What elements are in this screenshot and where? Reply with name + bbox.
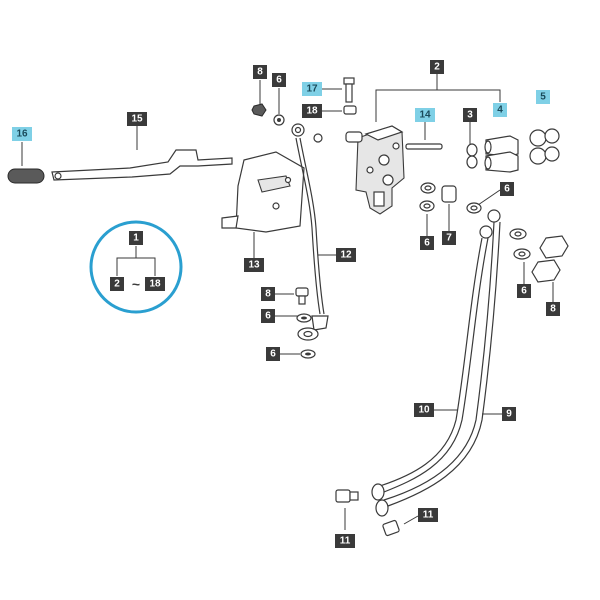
part-bolt-17 — [343, 77, 355, 103]
callout-11: 11 — [418, 508, 438, 522]
svg-text:6: 6 — [265, 311, 271, 322]
part-couplers-4 — [484, 135, 519, 173]
callout-8: 8 — [261, 287, 275, 301]
part-tube-12 — [291, 123, 329, 331]
callout-6: 6 — [272, 73, 286, 87]
part-bolt-8-right-b — [531, 259, 561, 283]
callout-9: 9 — [502, 407, 516, 421]
svg-text:17: 17 — [306, 84, 318, 95]
leader-lines — [21, 74, 554, 530]
svg-text:2: 2 — [114, 279, 120, 290]
part-washer-6-top — [273, 114, 285, 126]
part-bolt-8-right-a — [539, 235, 569, 259]
part-lever-15 — [51, 149, 233, 181]
part-banjo-left — [297, 327, 319, 341]
svg-text:6: 6 — [424, 238, 430, 249]
callout-15: 15 — [127, 112, 147, 126]
svg-text:18: 18 — [149, 279, 161, 290]
svg-text:1: 1 — [133, 233, 139, 244]
svg-text:6: 6 — [276, 75, 282, 86]
part-spacer-18 — [343, 105, 357, 115]
svg-text:5: 5 — [540, 92, 546, 103]
callout-18: 18 — [302, 104, 322, 118]
svg-text:14: 14 — [419, 110, 431, 121]
part-fitting-11-right — [382, 519, 400, 537]
callout-6: 6 — [500, 182, 514, 196]
svg-text:15: 15 — [131, 114, 143, 125]
part-adapter-7 — [441, 185, 457, 203]
callout-17: 17 — [302, 82, 322, 96]
callout-14: 14 — [415, 108, 435, 122]
part-valve-block-2 — [345, 125, 405, 215]
svg-text:8: 8 — [550, 304, 556, 315]
callout-4: 4 — [493, 103, 507, 117]
callout-13: 13 — [244, 258, 264, 272]
svg-text:3: 3 — [467, 110, 473, 121]
svg-text:6: 6 — [521, 286, 527, 297]
part-washer-6-block-b — [419, 200, 435, 212]
svg-text:8: 8 — [265, 289, 271, 300]
callout-3: 3 — [463, 108, 477, 122]
svg-text:11: 11 — [340, 536, 351, 547]
kit-circle — [89, 220, 183, 314]
svg-text:16: 16 — [16, 129, 28, 140]
part-pin-14 — [405, 143, 443, 150]
callout-7: 7 — [442, 231, 456, 245]
svg-text:2: 2 — [434, 62, 440, 73]
svg-text:6: 6 — [270, 349, 276, 360]
svg-text:6: 6 — [504, 184, 510, 195]
callout-16: 16 — [12, 127, 32, 141]
svg-text:18: 18 — [306, 106, 318, 117]
callout-2: 2 — [430, 60, 444, 74]
svg-text:12: 12 — [340, 250, 352, 261]
svg-text:11: 11 — [423, 510, 434, 521]
kit-reference-group: 1 2 ~ 18 — [89, 220, 183, 314]
callout-12: 12 — [336, 248, 356, 262]
part-washer-6-right-a — [509, 228, 527, 240]
callout-5: 5 — [536, 90, 550, 104]
part-nut-8-top — [251, 103, 267, 117]
part-dust-caps-5 — [529, 128, 560, 165]
kit-range-separator: ~ — [132, 276, 140, 292]
part-bolt-8-left — [295, 287, 309, 305]
part-washer-6-block-a — [420, 182, 436, 194]
callout-10: 10 — [414, 403, 434, 417]
part-orings-3 — [466, 143, 478, 169]
part-hoses-9-10 — [371, 209, 501, 517]
svg-text:10: 10 — [418, 405, 430, 416]
part-fitting-11-left — [335, 489, 359, 503]
svg-text:8: 8 — [257, 67, 263, 78]
callout-6: 6 — [517, 284, 531, 298]
callout-6: 6 — [261, 309, 275, 323]
callout-8: 8 — [546, 302, 560, 316]
part-washer-6-left-lower — [300, 349, 316, 359]
svg-text:4: 4 — [497, 105, 503, 116]
part-washer-6-right-b — [513, 248, 531, 260]
part-knob-16 — [7, 168, 45, 184]
svg-text:9: 9 — [506, 409, 512, 420]
kit-range-to-tag: 18 — [145, 277, 165, 291]
callout-8: 8 — [253, 65, 267, 79]
kit-number-tag: 1 — [129, 231, 143, 245]
callout-6: 6 — [266, 347, 280, 361]
svg-text:7: 7 — [446, 233, 452, 244]
part-washer-6-left-upper — [296, 313, 312, 323]
callout-6: 6 — [420, 236, 434, 250]
kit-range-from-tag: 2 — [110, 277, 124, 291]
part-washer-6-block-c — [466, 202, 482, 214]
part-bracket-13 — [221, 151, 305, 233]
callout-11: 11 — [335, 534, 355, 548]
svg-text:13: 13 — [248, 260, 260, 271]
